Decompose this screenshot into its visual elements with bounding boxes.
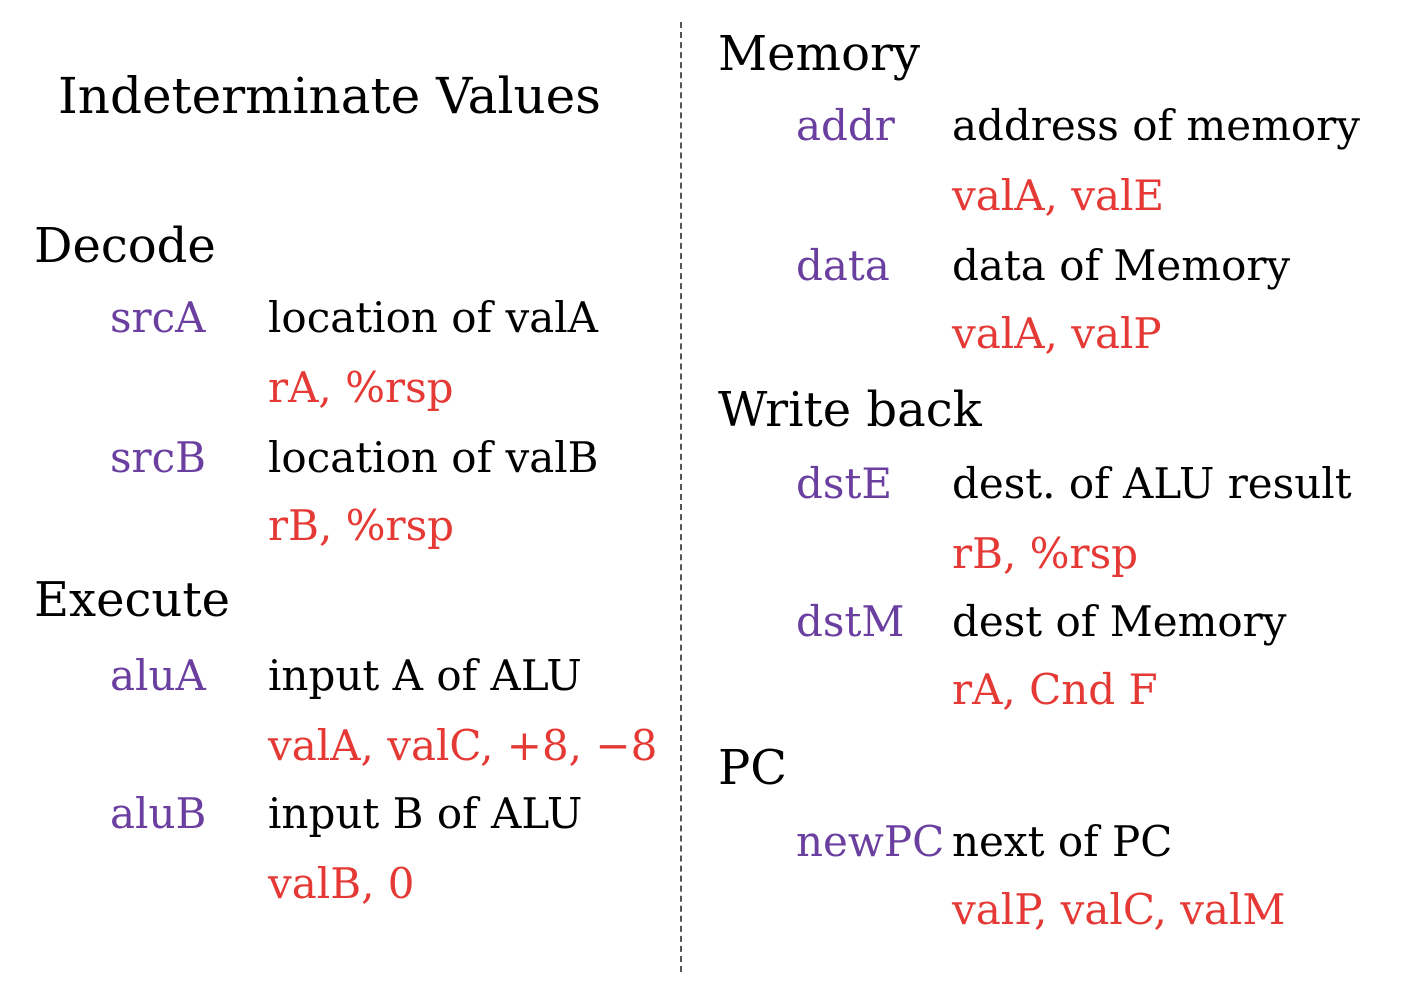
signal-srcA: srcA [110, 293, 206, 342]
signal-addr-values: valA, valE [952, 171, 1165, 220]
column-divider [680, 22, 682, 972]
signal-dstM-description: dest of Memory [952, 597, 1287, 646]
section-decode-heading: Decode [34, 218, 216, 274]
signal-newPC-description: next of PC [952, 817, 1173, 866]
signal-aluB: aluB [110, 789, 207, 838]
signal-srcB-description: location of valB [268, 433, 599, 482]
signal-srcA-description: location of valA [268, 293, 598, 342]
signal-srcA-values: rA, %rsp [268, 363, 454, 412]
signal-addr-description: address of memory [952, 101, 1360, 150]
signal-addr: addr [796, 101, 895, 150]
signal-aluA-description: input A of ALU [268, 651, 582, 700]
section-memory-heading: Memory [718, 26, 921, 82]
signal-dstM-values: rA, Cnd F [952, 665, 1158, 714]
signal-dstE-values: rB, %rsp [952, 529, 1139, 578]
section-pc-heading: PC [718, 740, 788, 796]
signal-aluA-values: valA, valC, +8, −8 [268, 721, 658, 770]
signal-data: data [796, 241, 890, 290]
signal-dstE-description: dest. of ALU result [952, 459, 1352, 508]
signal-data-description: data of Memory [952, 241, 1291, 290]
signal-srcB: srcB [110, 433, 207, 482]
signal-srcB-values: rB, %rsp [268, 501, 455, 550]
signal-dstM: dstM [796, 597, 905, 646]
signal-aluB-description: input B of ALU [268, 789, 583, 838]
signal-aluB-values: valB, 0 [268, 859, 415, 908]
section-execute-heading: Execute [34, 572, 231, 628]
page-title: Indeterminate Values [58, 67, 601, 125]
signal-dstE: dstE [796, 459, 892, 508]
section-writeback-heading: Write back [718, 382, 982, 438]
signal-newPC: newPC [796, 817, 945, 866]
signal-aluA: aluA [110, 651, 206, 700]
signal-newPC-values: valP, valC, valM [952, 885, 1286, 934]
signal-data-values: valA, valP [952, 309, 1162, 358]
